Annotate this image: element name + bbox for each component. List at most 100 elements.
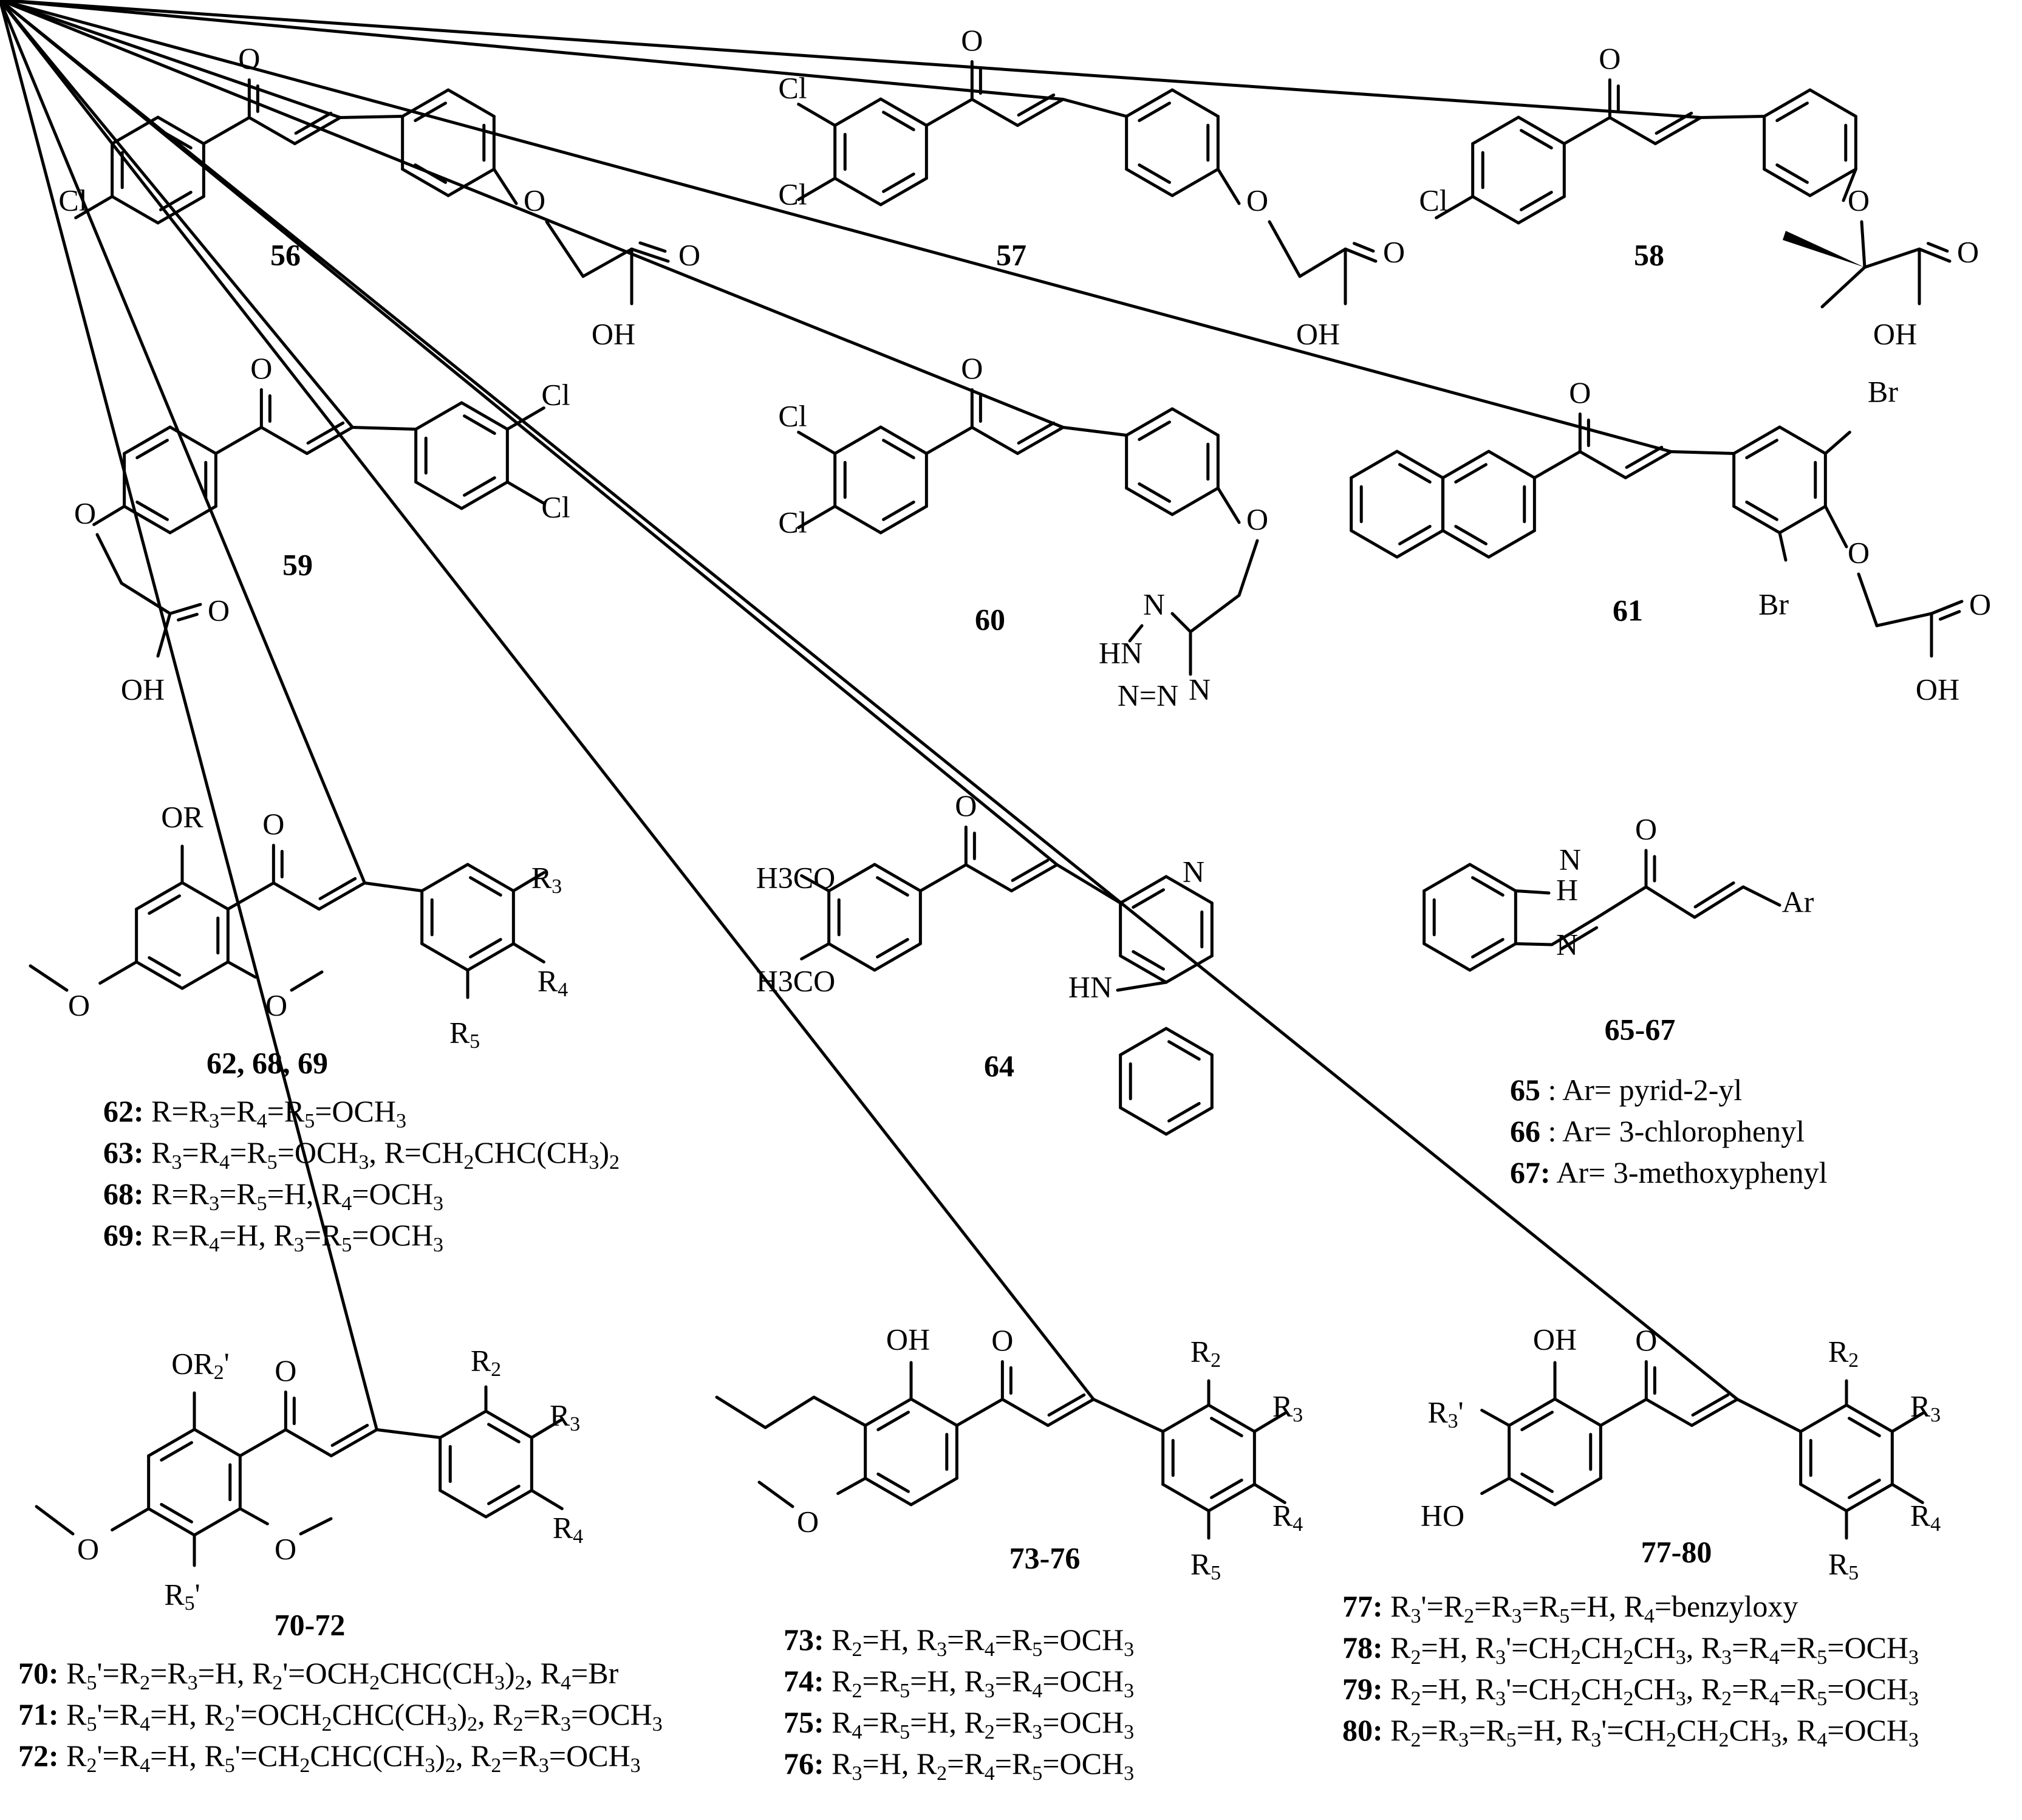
bond: [1454, 525, 1487, 546]
substitution-pattern: Ar= 3-methoxyphenyl: [1550, 1155, 1828, 1189]
substitution-pattern: : Ar= 3-chlorophenyl: [1540, 1114, 1805, 1148]
bond: [1799, 1483, 1848, 1513]
bond: [530, 1418, 564, 1439]
bond: [1207, 1483, 1256, 1513]
bond: [1520, 191, 1553, 211]
chloro-label: Cl: [778, 399, 807, 433]
bond: [1009, 863, 1059, 892]
bond: [1890, 1483, 1924, 1504]
bond: [238, 1428, 287, 1457]
legend-70-row: 70: R5'=R2=R3=H, R2'=OCH2CHC(CH3)2, R4=B…: [18, 1652, 663, 1694]
bond: [1560, 926, 1599, 951]
bond: [1520, 129, 1553, 149]
bond: [247, 116, 296, 145]
r5-label: R5: [1190, 1547, 1221, 1584]
bond: [226, 881, 275, 911]
bond: [294, 111, 333, 135]
bond: [466, 942, 515, 972]
bond: [148, 956, 181, 977]
hydroxyl-label: HO: [1421, 1498, 1464, 1532]
bond: [1138, 163, 1171, 184]
bond: [1553, 1477, 1602, 1507]
substitution-pattern: R=R3=R4=R5=OCH3: [143, 1094, 406, 1132]
bond: [1164, 954, 1214, 984]
carbonyl-oxygen: O: [1599, 41, 1621, 75]
bond: [964, 863, 1013, 892]
compound-id: 74:: [784, 1664, 824, 1698]
bond: [111, 1507, 151, 1531]
bond: [148, 894, 181, 915]
bond: [879, 425, 928, 455]
bond: [1480, 1477, 1511, 1495]
bond: [0, 0, 1065, 429]
acid-oxygen: O: [1957, 234, 1979, 269]
bond: [460, 481, 509, 510]
bond: [1116, 980, 1168, 992]
bond: [1119, 954, 1168, 984]
bond: [1119, 1106, 1168, 1136]
substitution-pattern: R=R4=H, R3=R5=OCH3: [143, 1218, 444, 1256]
hydroxyl-label: OH: [592, 316, 635, 351]
bond: [135, 501, 169, 521]
bond: [1520, 1473, 1554, 1493]
bond: [873, 942, 922, 972]
bond: [1061, 426, 1129, 437]
bond: [833, 97, 883, 127]
bond: [317, 881, 366, 911]
bond: [1693, 885, 1745, 919]
substitution-pattern: : Ar= pyrid-2-yl: [1540, 1073, 1743, 1107]
carbonyl-oxygen: O: [955, 789, 977, 823]
bond: [505, 481, 545, 505]
bond: [1167, 1040, 1201, 1061]
carbonyl-oxygen: O: [991, 1323, 1013, 1357]
methoxy-label: H3CO: [756, 963, 836, 997]
bond: [873, 863, 922, 892]
bond: [1532, 450, 1582, 479]
bond: [1210, 1479, 1243, 1499]
bond: [1161, 1483, 1211, 1513]
compound-id: 75:: [784, 1705, 824, 1739]
bond: [1091, 1398, 1165, 1433]
r5-label: R5: [449, 1015, 480, 1052]
compound-number: 59: [282, 547, 313, 581]
bond: [1599, 1398, 1648, 1427]
bond: [1132, 888, 1165, 909]
bond: [1170, 612, 1192, 634]
chloro-label: Cl: [778, 177, 807, 211]
bond: [1423, 942, 1472, 972]
indole-nh: HN: [1068, 970, 1112, 1004]
bond: [123, 505, 172, 535]
bond: [1454, 463, 1487, 484]
bond: [439, 1409, 488, 1439]
bond: [970, 426, 1019, 455]
compound-number: 60: [975, 602, 1005, 636]
bond: [159, 191, 193, 211]
bond: [1125, 487, 1174, 516]
bond: [1298, 247, 1347, 278]
bond: [1823, 505, 1848, 549]
bond: [1471, 876, 1505, 897]
ether-oxygen: O: [1246, 502, 1268, 536]
bond: [1237, 539, 1259, 597]
bond: [1125, 407, 1174, 437]
bond: [180, 881, 230, 911]
bond: [1471, 938, 1505, 959]
bond: [1691, 1393, 1730, 1417]
compound-id: 62:: [103, 1094, 144, 1128]
bond: [1138, 101, 1171, 122]
r4-label: R4: [1272, 1498, 1303, 1535]
hydroxyl-label: OH: [1296, 316, 1340, 351]
legend-70-72: 70: R5'=R2=R3=H, R2'=OCH2CHC(CH3)2, R4=B…: [18, 1652, 663, 1776]
r5p-label: R5': [164, 1577, 200, 1614]
legend-73-row: 73: R2=H, R3=R4=R5=OCH3: [784, 1619, 1134, 1660]
bond: [1808, 168, 1857, 197]
bond: [827, 942, 876, 972]
bond: [1441, 529, 1491, 559]
bond: [487, 1423, 521, 1443]
r3-label: R3: [531, 860, 562, 897]
bond: [1653, 116, 1703, 145]
carbonyl-oxygen: O: [1635, 812, 1657, 846]
bond: [284, 1428, 333, 1457]
bond: [1517, 115, 1566, 145]
bond: [299, 1517, 333, 1536]
